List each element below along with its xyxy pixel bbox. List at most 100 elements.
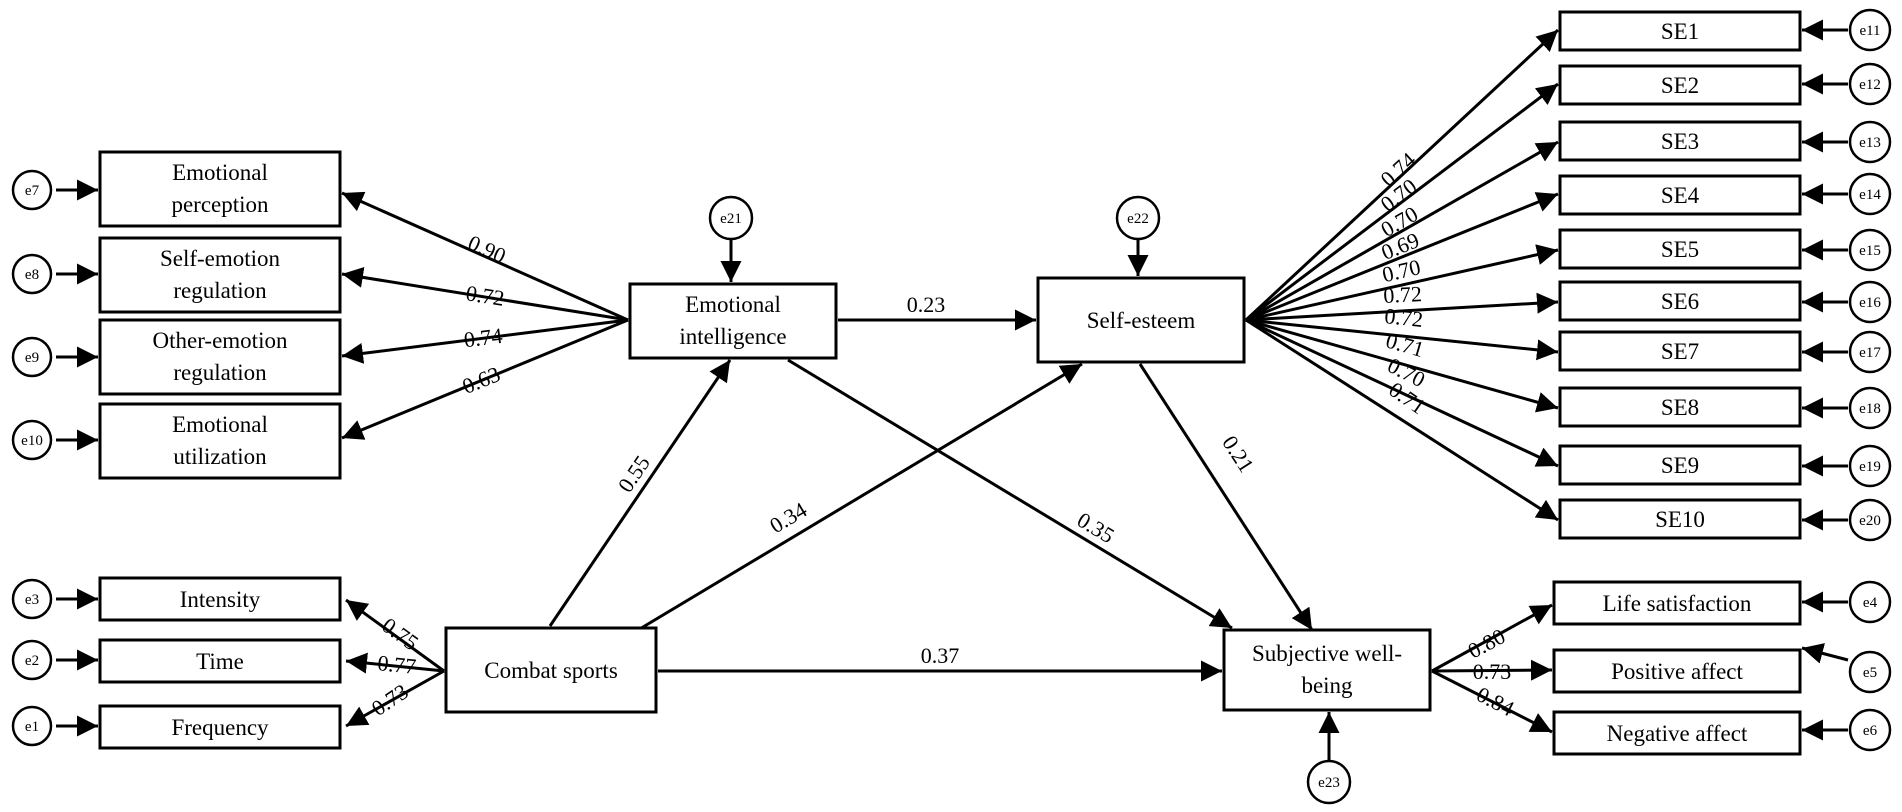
node-se6 [1558,280,1802,322]
node-label-line: Self-esteem [1087,308,1196,333]
node-se9 [1558,444,1802,486]
node-label-line: SE10 [1655,507,1705,532]
coef-se-se7: 0.72 [1383,303,1424,332]
error-label: e2 [25,653,39,669]
path-cs-to-ei [548,359,732,627]
node-se4 [1558,174,1802,216]
error-term-e22 [1115,195,1161,241]
node-label-line: Negative affect [1607,721,1748,746]
path-se-se2 [1245,82,1559,322]
node-emotional-perception [98,150,342,228]
node-label-line: SE7 [1661,339,1699,364]
error-term-e20 [1848,498,1892,542]
error-label: e13 [1859,135,1881,151]
node-label-line: Intensity [180,587,261,612]
error-term-e8 [11,253,53,295]
node-label-line: perception [171,192,269,217]
path-se-to-swb [1138,363,1314,631]
coef-swb-negative: 0.84 [1473,681,1519,721]
error-label: e10 [21,433,43,449]
coef-se-to-swb: 0.21 [1217,431,1259,477]
path-se-se1 [1244,28,1560,322]
error-term-e10 [11,419,53,461]
error-term-e4 [1848,580,1892,624]
error-term-e23 [1306,759,1352,805]
node-se8 [1558,386,1802,428]
error-label: e8 [25,267,39,283]
error-term-e13 [1848,120,1892,164]
error-terms: e7 e8 e9 e10 e3 e2 e1 e21 e22 e23 e11 e1… [11,8,1892,805]
coef-ei-other-regulation: 0.74 [462,323,503,353]
path-se-se8 [1245,318,1559,413]
error-label: e6 [1863,723,1878,739]
error-label: e22 [1127,211,1149,227]
node-se1 [1558,10,1802,52]
node-label-line: utilization [173,444,267,469]
node-emotional-intelligence [628,282,838,360]
path-e5 [1801,643,1849,664]
node-label-line: SE6 [1661,289,1699,314]
path-ei-to-swb [787,358,1233,630]
path-swb-positive [1431,659,1553,681]
node-positive-affect [1552,648,1802,694]
paths [56,19,1849,760]
error-term-e2 [11,639,53,681]
node-negative-affect [1552,710,1802,756]
error-label: e5 [1863,665,1877,681]
node-label-line: regulation [173,278,267,303]
node-label-line: SE8 [1661,395,1699,420]
node-label-line: Time [196,649,244,674]
coef-cs-to-swb: 0.37 [921,643,960,668]
path-ei-perception [341,191,629,322]
node-label-line: regulation [173,360,267,385]
coef-ei-self-regulation: 0.72 [464,280,506,311]
error-term-e21 [708,195,754,241]
error-label: e23 [1318,775,1340,791]
coef-swb-positive: 0.73 [1473,659,1512,684]
coef-cs-frequency: 0.73 [367,679,413,721]
node-label-line: Life satisfaction [1603,591,1752,616]
error-term-e12 [1848,62,1892,106]
coef-cs-time: 0.77 [376,650,417,679]
path-ei-other-regulation [341,318,629,364]
path-cs-to-se [637,362,1083,632]
path-se-se7 [1245,318,1559,361]
coef-se-se6: 0.72 [1383,281,1423,308]
error-label: e17 [1859,345,1881,361]
error-label: e12 [1859,77,1881,93]
node-label-line: Emotional [172,160,268,185]
path-se-se9 [1245,318,1559,468]
node-se10 [1558,498,1802,540]
error-label: e11 [1859,23,1880,39]
node-label-line: being [1301,673,1353,698]
error-term-e15 [1848,228,1892,272]
error-label: e7 [25,183,40,199]
coef-cs-to-ei: 0.55 [613,451,655,497]
error-term-e1 [11,705,53,747]
coef-cs-intensity: 0.75 [377,613,423,656]
path-ei-utilization [341,318,629,440]
coef-swb-life: 0.80 [1464,623,1510,663]
path-cs-time [345,652,445,674]
coef-ei-to-se: 0.23 [907,292,946,317]
node-se2 [1558,64,1802,106]
node-label-line: SE3 [1661,129,1699,154]
node-label-line: SE1 [1661,19,1699,44]
node-label-line: SE9 [1661,453,1699,478]
path-se-se3 [1245,140,1559,322]
error-label: e1 [25,719,39,735]
error-label: e16 [1859,295,1881,311]
node-intensity [98,576,342,622]
path-se-se10 [1245,318,1559,522]
coef-ei-to-swb: 0.35 [1073,507,1119,548]
path-ei-self-regulation [341,266,629,322]
node-label-line: Subjective well- [1252,641,1402,666]
error-label: e4 [1863,595,1878,611]
error-label: e20 [1859,513,1881,529]
node-label-line: Frequency [171,715,269,740]
node-emotional-utilization [98,402,342,480]
path-cs-frequency [345,669,445,728]
error-term-e3 [11,578,53,620]
error-label: e9 [25,350,39,366]
